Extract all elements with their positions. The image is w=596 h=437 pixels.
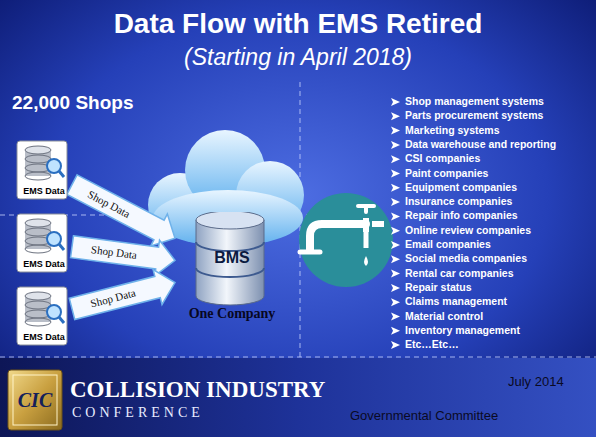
conference-name: CONFERENCE [72, 405, 204, 422]
bullet-arrow [391, 98, 400, 106]
list-item: Email companies [405, 238, 491, 251]
list-item: Online review companies [405, 224, 531, 237]
bullet-arrow [391, 313, 400, 321]
list-item: Repair info companies [405, 209, 518, 222]
list-item: Inventory management [405, 324, 520, 337]
bullet-arrow [391, 327, 400, 335]
bullet-arrow [391, 298, 400, 306]
faucet [299, 193, 393, 287]
list-item: Paint companies [405, 167, 488, 180]
bullet-marks [391, 98, 400, 349]
date-note: July 2014 [508, 374, 564, 390]
subtitle: (Starting in April 2018) [0, 44, 596, 72]
list-item: Etc…Etc… [405, 338, 459, 351]
bms-database: BMS One Company [175, 212, 289, 324]
node-label: BMS [175, 249, 289, 267]
guide-line [0, 357, 596, 358]
bullet-arrow [391, 155, 400, 163]
list-item: CSI companies [405, 152, 480, 165]
list-item: Social media companies [405, 252, 527, 265]
bullet-arrow [391, 270, 400, 278]
bullet-arrow [391, 212, 400, 220]
list-item: Parts procurement systems [405, 109, 543, 122]
list-item: Marketing systems [405, 124, 500, 137]
bullet-arrow [391, 170, 400, 178]
bullet-arrow [391, 284, 400, 292]
list-item: Data warehouse and reporting [405, 138, 556, 151]
list-item: Shop management systems [405, 95, 544, 108]
node-caption: One Company [175, 306, 289, 322]
node-label: EMS Data [16, 332, 72, 342]
block-arrow [71, 236, 175, 276]
block-arrow [69, 270, 175, 320]
bullet-arrow [391, 341, 400, 349]
bullet-arrow [391, 227, 400, 235]
logo-badge [8, 370, 62, 430]
list-item: Equipment companies [405, 181, 517, 194]
bullet-arrow [391, 127, 400, 135]
shop-database: EMS Data [16, 213, 72, 273]
node-label: EMS Data [16, 259, 72, 269]
bullet-arrow [391, 255, 400, 263]
node-label: EMS Data [16, 186, 72, 196]
bullet-arrow [391, 184, 400, 192]
conference-name: COLLISION INDUSTRY [70, 376, 325, 404]
list-item: Repair status [405, 281, 472, 294]
bullet-arrow [391, 241, 400, 249]
block-arrow [67, 175, 175, 246]
committee-note: Governmental Committee [350, 408, 498, 424]
shop-database: EMS Data [16, 140, 72, 200]
bullet-arrow [391, 198, 400, 206]
shop-database: EMS Data [16, 286, 72, 346]
list-item: Claims management [405, 295, 507, 308]
bullet-arrow [391, 112, 400, 120]
list-item: Rental car companies [405, 267, 514, 280]
list-item: Material control [405, 310, 483, 323]
bullet-arrow [391, 141, 400, 149]
shops-count: 22,000 Shops [12, 92, 133, 115]
list-item: Insurance companies [405, 195, 512, 208]
footer-band [0, 358, 596, 437]
logo-letters: CIC [8, 388, 62, 412]
slide-title: Data Flow with EMS Retired [0, 8, 596, 40]
